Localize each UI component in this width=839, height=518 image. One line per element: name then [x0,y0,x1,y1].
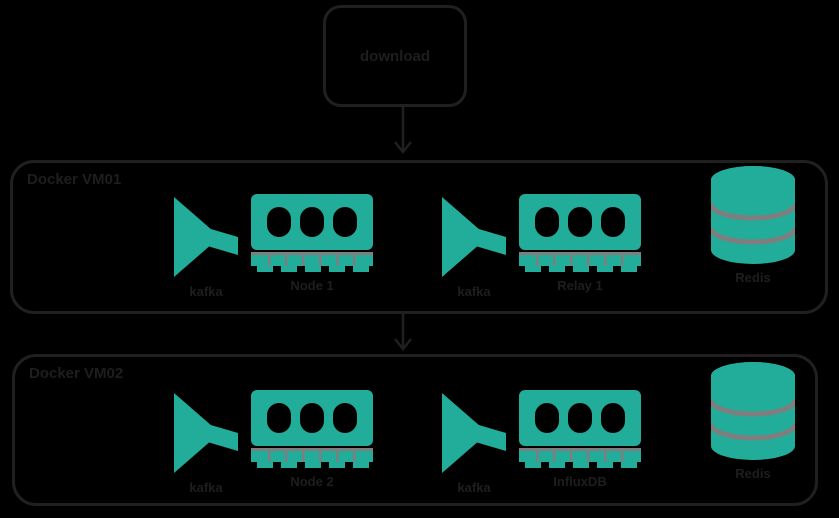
top-box: download [323,5,467,107]
container-label: Docker VM01 [27,171,122,188]
node-label: Redis [735,466,771,481]
node-memory-2: Relay 1 [519,172,641,293]
arrow-down-icon [394,107,412,155]
node-kafka-1: kafka [173,178,239,299]
node-memory-4: InfluxDB [519,368,641,489]
node-kafka-2: kafka [441,178,507,299]
node-kafka-4: kafka [441,374,507,495]
node-label: Node 2 [290,474,334,489]
funnel-icon [442,178,506,278]
node-memory-3: Node 2 [251,368,373,489]
memory-icon [251,368,373,468]
node-label: kafka [189,480,223,495]
funnel-icon [174,178,238,278]
container-docker-vm-2: Docker VM02 [12,354,818,506]
node-label: kafka [457,284,491,299]
node-memory-1: Node 1 [251,172,373,293]
node-label: kafka [189,284,223,299]
node-label: Redis [735,270,771,285]
container-docker-vm-1: Docker VM01 [10,160,828,314]
node-database-2: Redis [711,360,795,481]
node-label: Node 1 [290,278,334,293]
database-icon [711,164,795,264]
node-label: Relay 1 [557,278,603,293]
database-icon [711,360,795,460]
memory-icon [519,172,641,272]
node-label: InfluxDB [553,474,607,489]
arrow-down-icon [394,314,412,352]
funnel-icon [442,374,506,474]
container-label: Docker VM02 [29,365,124,382]
memory-icon [519,368,641,468]
node-label: kafka [457,480,491,495]
funnel-icon [174,374,238,474]
node-kafka-3: kafka [173,374,239,495]
node-database-1: Redis [711,164,795,285]
top-box-label: download [360,47,430,65]
memory-icon [251,172,373,272]
